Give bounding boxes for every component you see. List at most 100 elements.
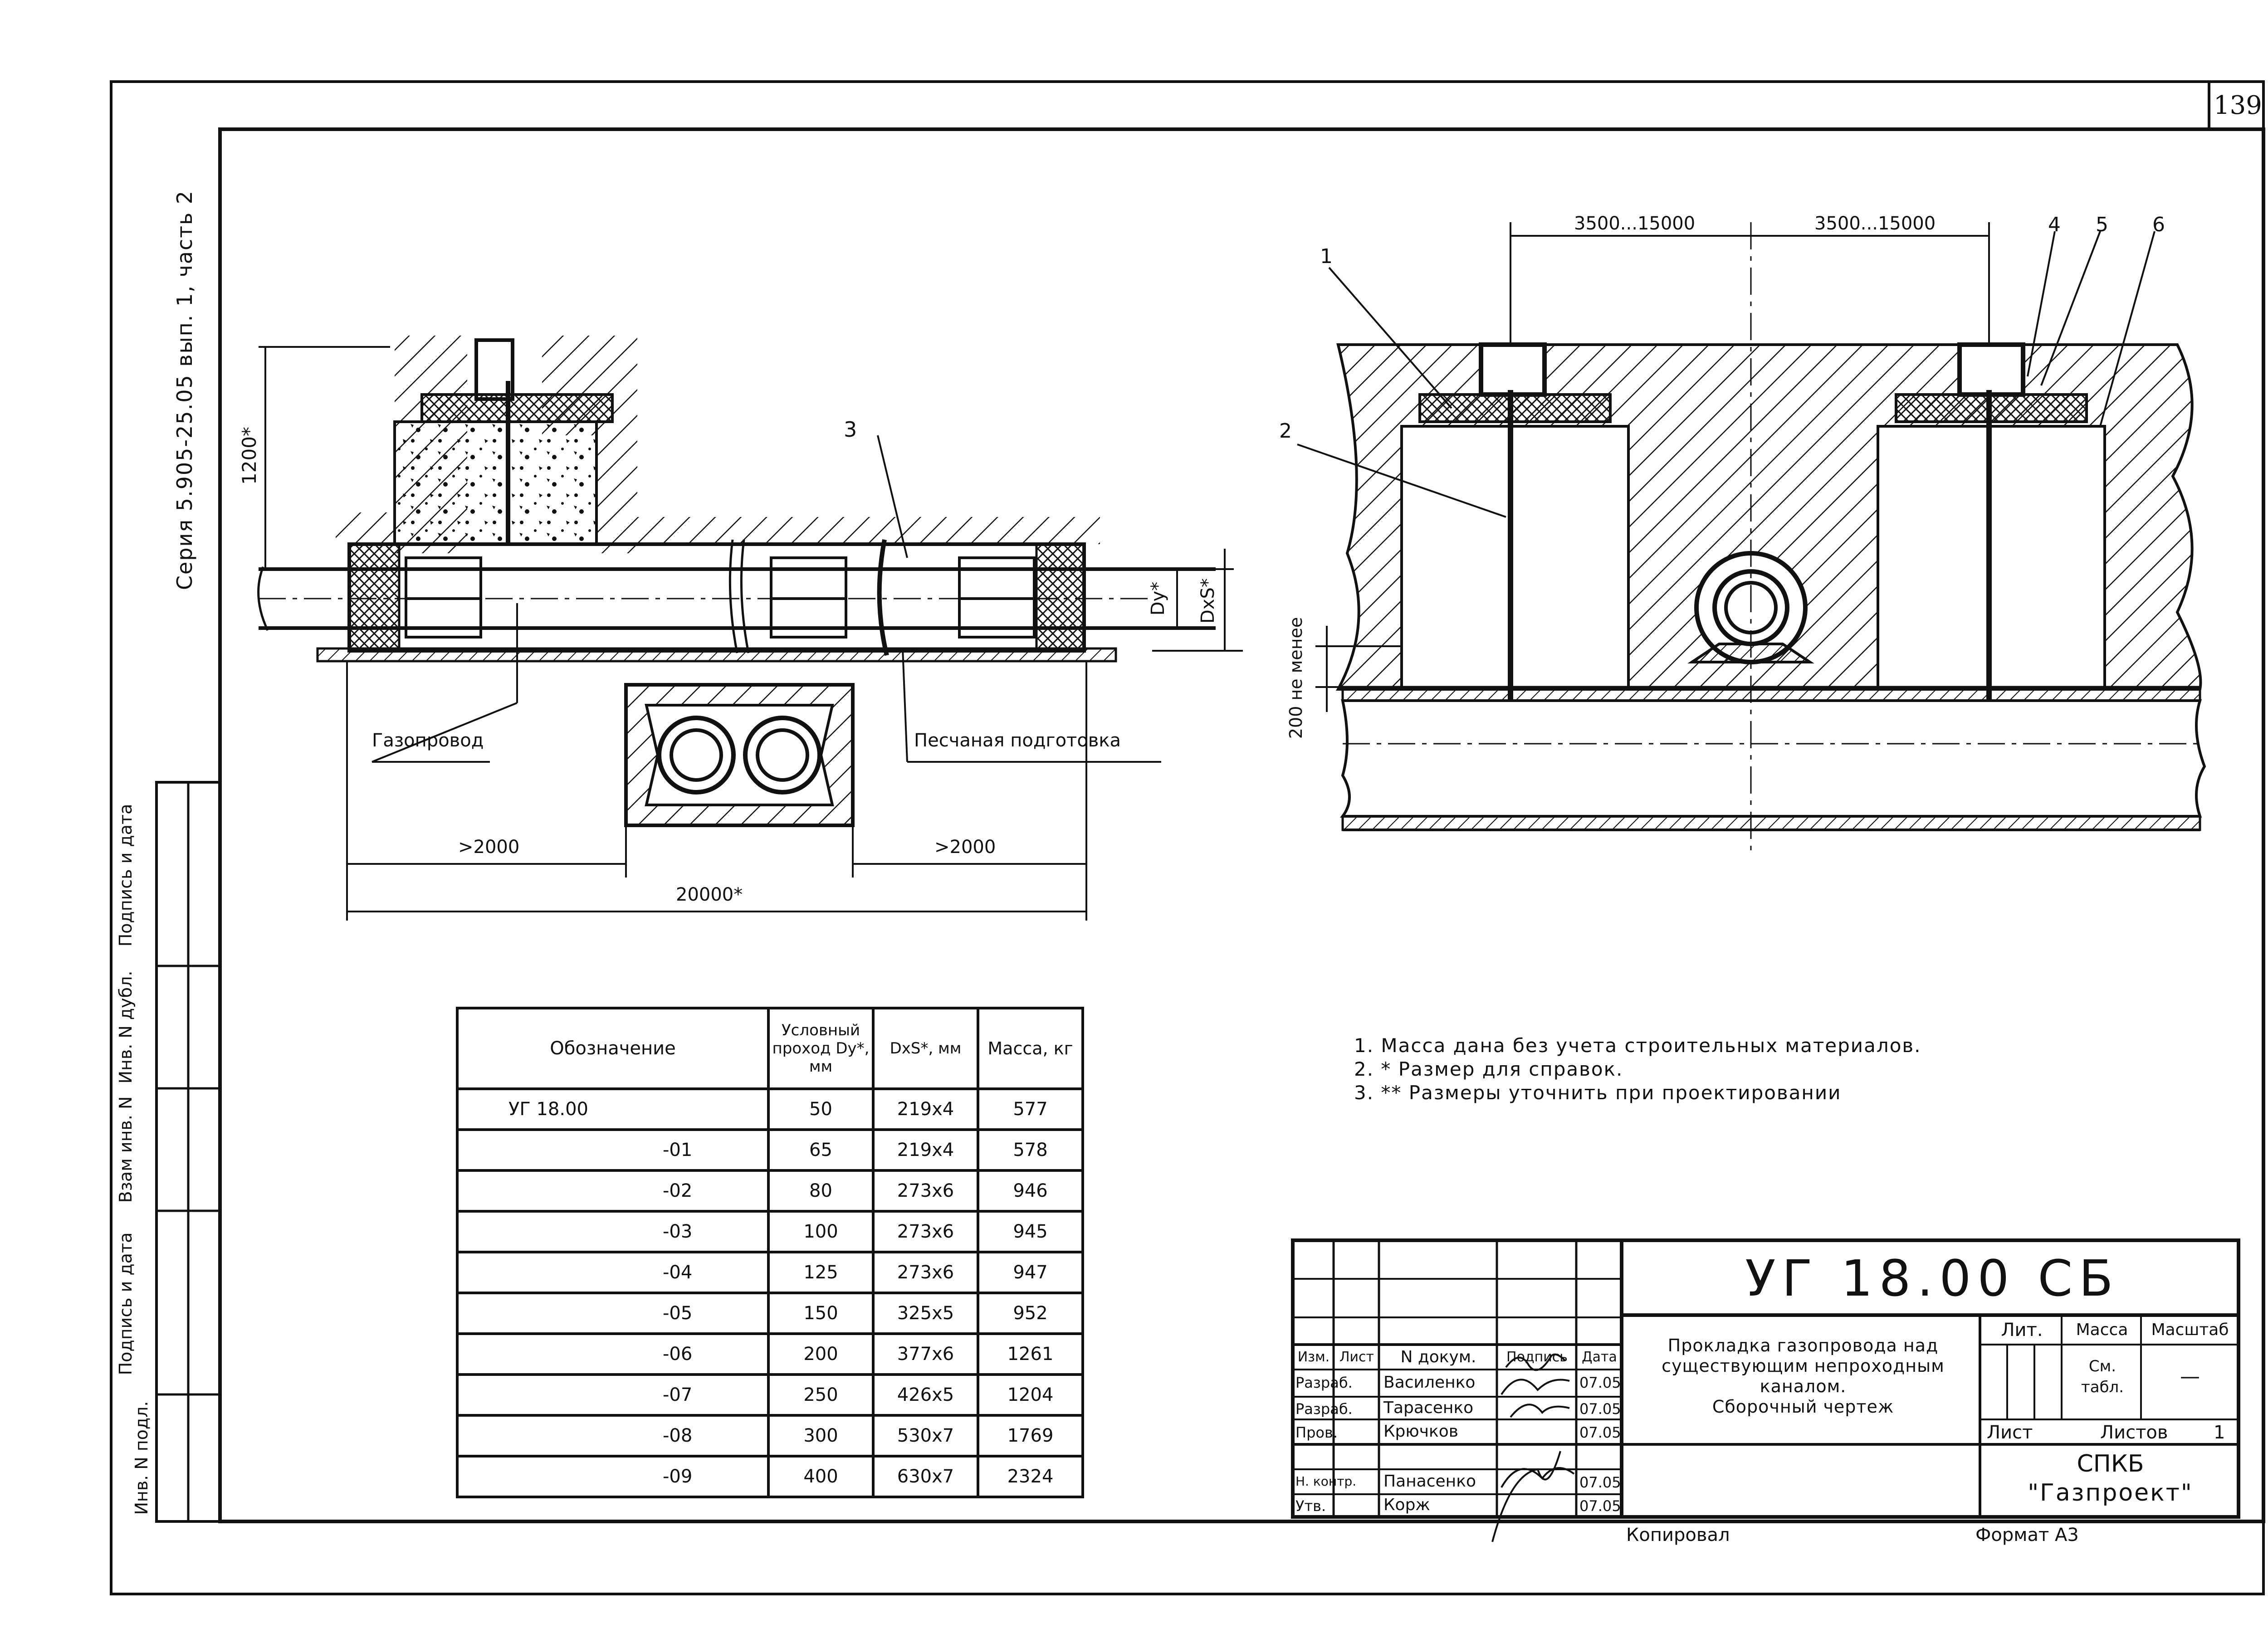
row-mass: 952	[977, 1292, 1084, 1335]
header-dxs: DxS*, мм	[872, 1007, 979, 1090]
side-label-sign-date-1: Подпись и дата	[116, 1232, 136, 1375]
stamp-date-3: 07.05	[1579, 1424, 1621, 1441]
table-row: -05 150 325x5 952	[456, 1292, 1084, 1335]
row-mass: 1204	[977, 1373, 1084, 1417]
stamp-lit: Лит.	[2001, 1320, 2043, 1341]
doc-title-line-4: Сборочный чертеж	[1712, 1397, 1894, 1417]
stamp-role-2: Разраб.	[1295, 1400, 1353, 1418]
stamp-name-5: Корж	[1383, 1496, 1430, 1514]
stamp-role-3: Пров.	[1295, 1424, 1338, 1441]
stamp-role-1: Разраб.	[1295, 1374, 1353, 1391]
series-label: Серия 5.905-25.05 вып. 1, часть 2	[172, 190, 197, 590]
stamp-sheets: Листов	[2100, 1422, 2168, 1443]
table-row: -07 250 426x5 1204	[456, 1373, 1084, 1417]
row-mass: 577	[977, 1087, 1084, 1131]
dim-dxs-label: DxS*	[1198, 578, 1218, 624]
row-dxs: 219x4	[872, 1087, 979, 1131]
callout-2: 2	[1279, 419, 1292, 443]
stamp-sheets-count: 1	[2214, 1422, 2225, 1443]
stamp-role-5: Утв.	[1295, 1497, 1326, 1515]
dim-min-200: 200 не менее	[1286, 617, 1306, 739]
row-code: -05	[456, 1292, 770, 1335]
label-sand-base: Песчаная подготовка	[914, 730, 1121, 751]
stamp-name-4: Панасенко	[1383, 1472, 1476, 1491]
left-section-view	[257, 336, 1243, 921]
header-designation: Обозначение	[456, 1007, 770, 1090]
row-code: -01	[456, 1128, 770, 1172]
doc-code: УГ 18.00 СБ	[1745, 1249, 2120, 1307]
side-label-inv-podl: Инв. N подл.	[132, 1401, 152, 1515]
header-dy: Условный проход Dy*, мм	[767, 1007, 875, 1090]
stamp-org-2: "Газпроект"	[2028, 1479, 2193, 1506]
dim-right-2000: >2000	[934, 837, 996, 858]
note-2: 2. * Размер для справок.	[1354, 1058, 1623, 1080]
row-dxs: 273x6	[872, 1169, 979, 1213]
stamp-role-4: Н. контр.	[1295, 1474, 1357, 1489]
row-dy: 80	[767, 1169, 875, 1213]
row-dxs: 377x6	[872, 1332, 979, 1376]
doc-title-line-1: Прокладка газопровода над	[1667, 1336, 1939, 1355]
row-code: УГ 18.00	[456, 1087, 770, 1131]
side-label-inv-dubl: Инв. N дубл.	[116, 970, 136, 1084]
dim-span-b: 3500...15000	[1814, 213, 1936, 234]
row-dy: 400	[767, 1455, 875, 1498]
row-mass: 2324	[977, 1455, 1084, 1498]
row-mass: 578	[977, 1128, 1084, 1172]
row-dxs: 325x5	[872, 1292, 979, 1335]
table-row: -06 200 377x6 1261	[456, 1332, 1084, 1376]
row-dy: 100	[767, 1210, 875, 1253]
stamp-scale-value: —	[2180, 1365, 2200, 1388]
row-mass: 1261	[977, 1332, 1084, 1376]
table-row: -09 400 630x7 2324	[456, 1455, 1084, 1498]
stamp-mass-value: См. табл.	[2081, 1357, 2124, 1396]
table-row: УГ 18.00 50 219x4 577	[456, 1087, 1084, 1131]
row-dy: 65	[767, 1128, 875, 1172]
row-dxs: 426x5	[872, 1373, 979, 1417]
row-code: -02	[456, 1169, 770, 1213]
dim-left-2000: >2000	[458, 837, 520, 858]
side-label-vzam-inv: Взам инв. N	[116, 1096, 136, 1203]
dim-dy-label: Dy*	[1148, 581, 1168, 616]
row-dxs: 219x4	[872, 1128, 979, 1172]
dim-depth-label: 1200*	[238, 427, 260, 485]
row-mass: 945	[977, 1210, 1084, 1253]
row-dxs: 273x6	[872, 1251, 979, 1294]
stamp-name-2: Тарасенко	[1383, 1399, 1474, 1417]
doc-title: Прокладка газопровода над существующим н…	[1626, 1336, 1980, 1417]
stamp-head-list: Лист	[1339, 1349, 1374, 1365]
side-label-sign-date-2: Подпись и дата	[116, 804, 136, 947]
stamp-masshtab: Масштаб	[2151, 1321, 2229, 1339]
stamp-head-izm: Изм.	[1297, 1349, 1330, 1365]
header-mass: Масса, кг	[977, 1007, 1084, 1090]
table-row: -01 65 219x4 578	[456, 1128, 1084, 1172]
note-1: 1. Масса дана без учета строительных мат…	[1354, 1034, 1921, 1057]
stamp-head-date: Дата	[1582, 1349, 1617, 1365]
doc-title-line-3: каналом.	[1760, 1376, 1847, 1396]
callout-5: 5	[2096, 213, 2108, 236]
stamp-head-ndoc: N докум.	[1400, 1348, 1476, 1366]
stamp-date-2: 07.05	[1579, 1400, 1621, 1418]
table-row: -03 100 273x6 945	[456, 1210, 1084, 1253]
right-plan-view	[1297, 222, 2206, 853]
dim-span-a: 3500...15000	[1574, 213, 1696, 234]
row-code: -06	[456, 1332, 770, 1376]
row-dy: 200	[767, 1332, 875, 1376]
stamp-sheet: Лист	[1987, 1422, 2033, 1443]
stamp-head-sign: Подпись	[1506, 1349, 1568, 1365]
row-code: -03	[456, 1210, 770, 1253]
row-dy: 250	[767, 1373, 875, 1417]
page-number: 139	[2214, 91, 2262, 120]
notes: 1. Масса дана без учета строительных мат…	[1354, 1034, 1921, 1105]
row-dy: 125	[767, 1251, 875, 1294]
row-dy: 150	[767, 1292, 875, 1335]
row-dy: 300	[767, 1414, 875, 1458]
stamp-massa: Масса	[2076, 1321, 2128, 1339]
stamp-name-1: Василенко	[1383, 1373, 1476, 1392]
callout-6: 6	[2152, 213, 2165, 236]
row-code: -07	[456, 1373, 770, 1417]
table-row: -08 300 530x7 1769	[456, 1414, 1084, 1458]
stamp-date-4: 07.05	[1579, 1474, 1621, 1491]
row-dxs: 273x6	[872, 1210, 979, 1253]
label-gas-pipe: Газопровод	[372, 730, 484, 751]
